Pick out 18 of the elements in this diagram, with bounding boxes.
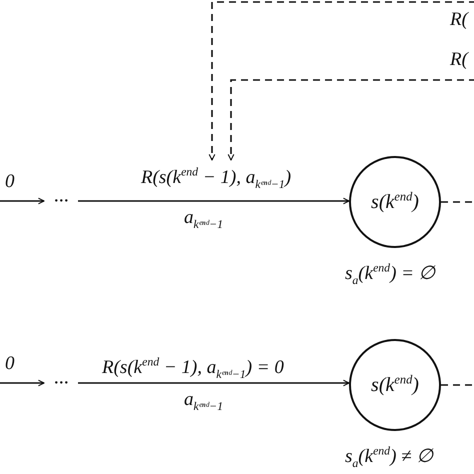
arrow — [0, 380, 45, 386]
dashed-arrow — [228, 79, 474, 161]
node-text: ··· — [48, 372, 74, 394]
arrow — [78, 380, 350, 386]
state-condition: s$_{a}$(k$^{end}$) ≠ ∅ — [345, 447, 434, 468]
reward-label: R( — [449, 10, 470, 31]
state-circle: s(k$^{end}$) — [349, 339, 441, 431]
dashed-arrow — [208, 1, 474, 161]
action-label: a$_{kᵉⁿᵈ−1}$ — [183, 208, 224, 229]
node-text: ··· — [48, 190, 74, 212]
action-label: a$_{kᵉⁿᵈ−1}$ — [183, 390, 224, 411]
state-condition: s$_{a}$(k$^{end}$) = ∅ — [345, 264, 436, 285]
state-circle: s(k$^{end}$) — [349, 156, 441, 248]
reward-label: R( — [449, 50, 470, 71]
arrow — [78, 198, 350, 204]
edge-label: R(s(k$^{end}$ − 1), a$_{kᵉⁿᵈ−1}$) = 0 — [100, 358, 286, 379]
arrow — [0, 198, 45, 204]
node-text: R(s(k$^{end}$ − 1), a$_{kᵉⁿᵈ−1}$) — [110, 164, 322, 192]
